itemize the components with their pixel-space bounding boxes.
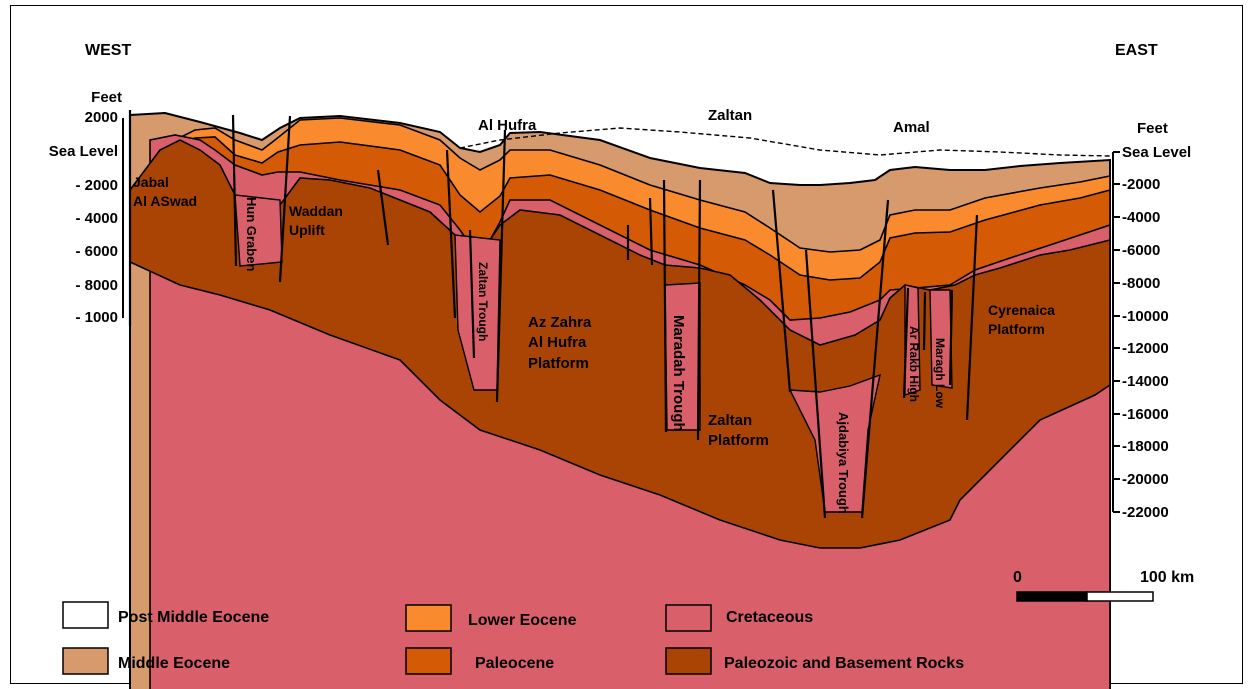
legend-swatch-paleozoic-basement — [666, 648, 711, 674]
jabal-label: Jabal — [133, 174, 169, 190]
right-tick-label: -8000 — [1122, 275, 1160, 292]
az-zahra-label: Az Zahra — [528, 314, 592, 331]
zaltan-platform-label-2: Platform — [708, 432, 769, 449]
right-tick-label: -16000 — [1122, 406, 1169, 423]
al-hufra-platform-label: Al Hufra — [528, 334, 587, 351]
right-axis-unit: Feet — [1137, 120, 1168, 137]
cyrenaica-platform-label: Platform — [988, 321, 1045, 337]
right-tick-label: -20000 — [1122, 471, 1169, 488]
right-tick-label: Sea Level — [1122, 144, 1191, 161]
legend-swatch-lower-eocene — [406, 605, 451, 631]
right-tick-label: -22000 — [1122, 504, 1169, 521]
uplift-label: Uplift — [289, 222, 325, 238]
ajdabiya-trough-label: Ajdabiya Trough — [836, 412, 851, 514]
left-tick-label: Sea Level — [49, 143, 118, 160]
left-tick-label: - 8000 — [75, 277, 118, 294]
platform-label: Platform — [528, 355, 589, 372]
waddan-label: Waddan — [289, 203, 343, 219]
ar-rakb-high-label: Ar Rakb High — [907, 326, 921, 402]
amal-label: Amal — [893, 119, 930, 136]
legend-swatch-paleocene — [406, 648, 451, 674]
west-label: WEST — [85, 42, 131, 59]
cyrenaica-label: Cyrenaica — [988, 302, 1055, 318]
fault-line-16 — [924, 292, 925, 350]
right-tick-label: -10000 — [1122, 308, 1169, 325]
left-depth-axis: Feet 2000 Sea Level - 2000 - 4000 - 6000… — [49, 89, 123, 326]
right-tick-label: -12000 — [1122, 340, 1169, 357]
legend-label-paleozoic-basement: Paleozoic and Basement Rocks — [724, 655, 964, 672]
left-tick-label: - 1000 — [75, 309, 118, 326]
al-hufra-label: Al Hufra — [478, 117, 537, 134]
scale-bar-black-segment — [1017, 592, 1087, 601]
scale-bar-white-segment — [1087, 592, 1153, 601]
legend-label-lower-eocene: Lower Eocene — [468, 612, 577, 629]
legend-label-middle-eocene: Middle Eocene — [118, 655, 230, 672]
legend-swatch-post-middle-eocene — [63, 602, 108, 628]
left-tick-label: - 6000 — [75, 243, 118, 260]
right-tick-label: -4000 — [1122, 209, 1160, 226]
right-tick-label: -18000 — [1122, 438, 1169, 455]
legend-label-paleocene: Paleocene — [475, 655, 554, 672]
left-tick-label: - 4000 — [75, 210, 118, 227]
left-tick-label: - 2000 — [75, 177, 118, 194]
legend-label-post-middle-eocene: Post Middle Eocene — [118, 609, 269, 626]
al-aswad-label: Al ASwad — [133, 193, 197, 209]
scale-bar-start-label: 0 — [1013, 569, 1022, 586]
scale-bar-end-label: 100 km — [1140, 569, 1194, 586]
right-tick-label: -6000 — [1122, 242, 1160, 259]
legend-label-cretaceous: Cretaceous — [726, 609, 813, 626]
zaltan-platform-label-1: Zaltan — [708, 412, 752, 429]
left-axis-unit: Feet — [91, 89, 122, 106]
legend-swatch-cretaceous — [666, 605, 711, 631]
legend-swatch-middle-eocene — [63, 648, 108, 674]
right-depth-axis: Feet Sea Level -2000 -4000 -6000 -8000 -… — [1113, 120, 1191, 521]
maradah-trough-label: Maradah Trough — [670, 315, 687, 432]
left-tick-label: 2000 — [85, 109, 118, 126]
east-label: EAST — [1115, 42, 1158, 59]
right-tick-label: -2000 — [1122, 176, 1160, 193]
hun-graben-label: Hun Graben — [244, 197, 259, 271]
right-tick-label: -14000 — [1122, 373, 1169, 390]
zaltan-trough-label: Zaltan Trough — [476, 262, 490, 341]
zaltan-label: Zaltan — [708, 107, 752, 124]
maragh-low-label: Maragh Low — [933, 338, 947, 409]
